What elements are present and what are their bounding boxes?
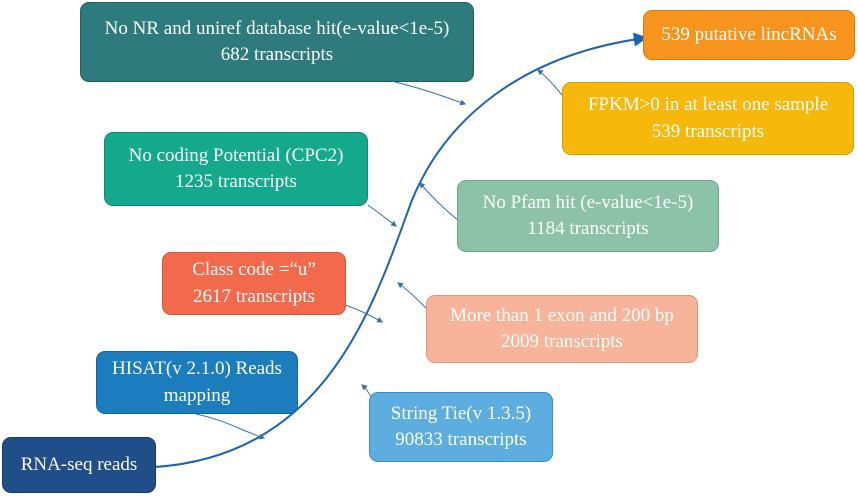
node-hisat-line-2: mapping [163,384,231,406]
node-classcode: Class code =“u” 2617 transcripts [162,252,346,315]
node-pfam-line-1: No Pfam hit (e-value<1e-5) [482,191,694,213]
node-pfam-line-2: 1184 transcripts [527,218,649,239]
node-pfam: No Pfam hit (e-value<1e-5) 1184 transcri… [457,180,719,252]
node-fpkm-line-1: FPKM>0 in at least one sample [587,94,829,116]
node-lincrna: 539 putative lincRNAs [643,10,855,60]
connector-cpc2 [367,204,397,227]
node-classcode-line-1: Class code =“u” [192,259,316,281]
node-stringtie-line-1: String Tie(v 1.3.5) [390,402,532,424]
node-rnaseq-line-1: RNA-seq reads [20,453,138,475]
node-exon-line-1: More than 1 exon and 200 bp [450,304,674,326]
node-cpc2: No coding Potential (CPC2) 1235 transcri… [104,132,368,206]
node-lincrna-line-1: 539 putative lincRNAs [661,23,837,45]
node-fpkm: FPKM>0 in at least one sample 539 transc… [562,82,854,155]
node-fpkm-line-2: 539 transcripts [651,120,765,142]
connector-hisat [195,413,266,440]
node-nr-line-2: 682 transcripts [220,44,334,65]
node-classcode-line-2: 2617 transcripts [193,285,315,307]
connector-nr [394,81,467,106]
node-cpc2-line-2: 1235 transcripts [175,171,297,192]
node-nr: No NR and uniref database hit(e-value<1e… [80,2,474,82]
node-rnaseq: RNA-seq reads [2,437,156,493]
node-stringtie: String Tie(v 1.3.5) 90833 transcripts [369,392,553,462]
connector-exon [397,282,429,311]
node-hisat: HISAT(v 2.1.0) Reads mapping [96,351,298,414]
main-flow-curve [154,32,648,468]
node-exon-line-2: 2009 transcripts [501,331,623,352]
connector-pfam [419,182,459,221]
node-stringtie-line-2: 90833 transcripts [395,429,527,450]
connector-classcode [344,304,384,323]
node-nr-line-1: No NR and uniref database hit(e-value<1e… [104,17,450,39]
node-cpc2-line-1: No coding Potential (CPC2) [128,144,344,166]
node-exon: More than 1 exon and 200 bp 2009 transcr… [426,295,698,363]
node-hisat-line-1: HISAT(v 2.1.0) Reads [112,358,282,380]
